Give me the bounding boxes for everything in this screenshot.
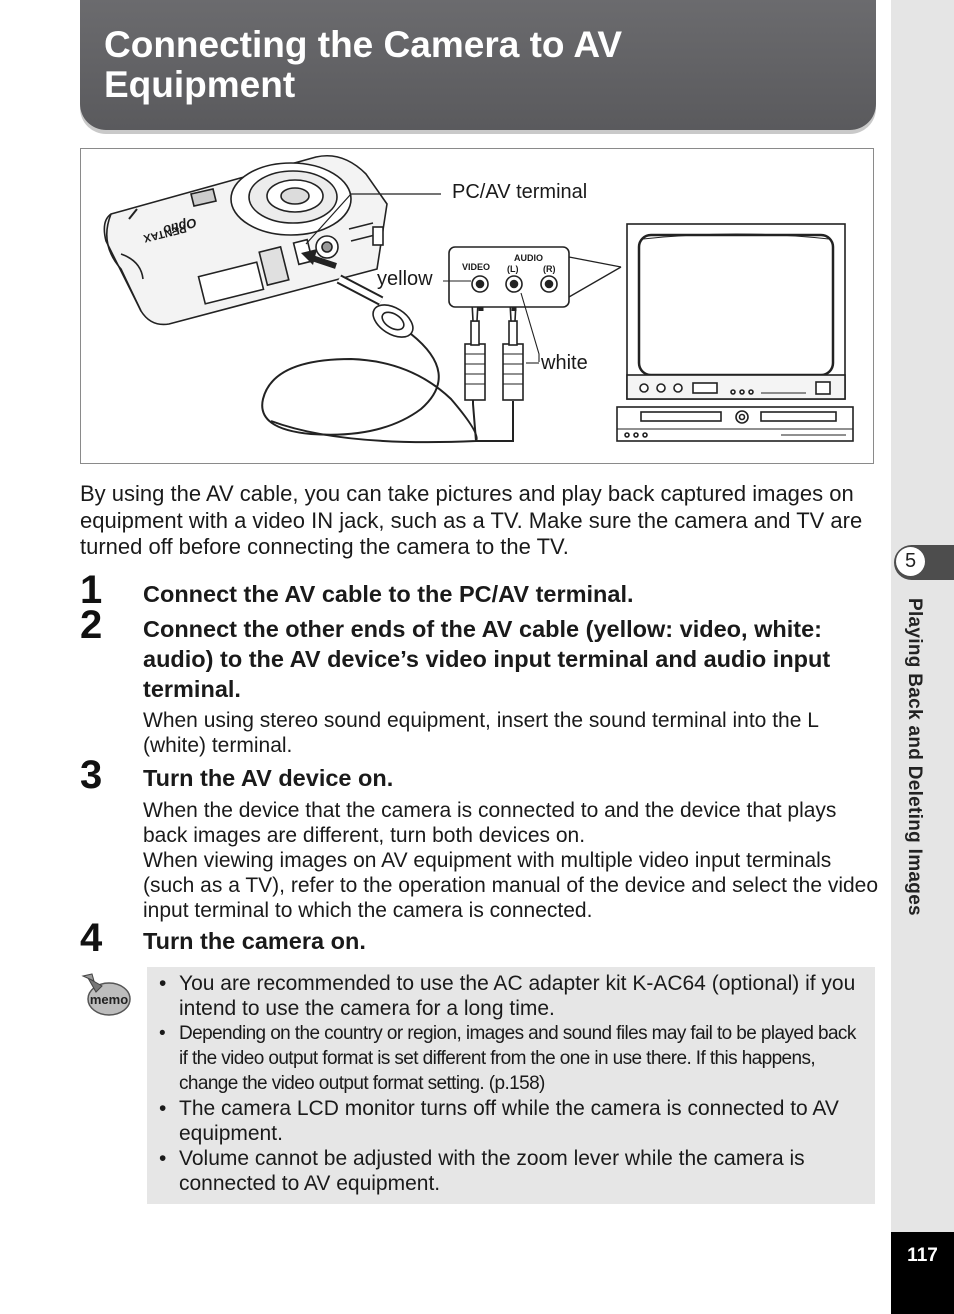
- chapter-number-badge: 5: [894, 545, 954, 580]
- step-2-number: 2: [80, 603, 103, 647]
- step-4-number: 4: [80, 916, 103, 960]
- connection-illustration: PC/AV terminal yellow white VIDEO AUDIO …: [80, 148, 874, 464]
- rca-plug-white: [502, 301, 524, 401]
- chapter-side-tab: [891, 0, 954, 1314]
- memo-item: The camera LCD monitor turns off while t…: [159, 1096, 864, 1146]
- yellow-label: yellow: [377, 268, 433, 290]
- step-2-body: When using stereo sound equipment, inser…: [143, 709, 819, 757]
- vcr-drawing: [616, 406, 854, 442]
- page-title: Connecting the Camera to AV Equipment: [104, 24, 623, 105]
- audio-left-label: (L): [507, 264, 519, 274]
- step-4-heading: Turn the camera on.: [143, 928, 366, 954]
- memo-list: You are recommended to use the AC adapte…: [159, 971, 864, 1196]
- step-3-heading: Turn the AV device on.: [143, 765, 394, 791]
- step-3-body-2: When viewing images on AV equipment with…: [143, 849, 879, 922]
- step-1-number: 1: [80, 568, 103, 612]
- audio-jack-label: AUDIO: [514, 253, 543, 263]
- memo-item: Volume cannot be adjusted with the zoom …: [159, 1146, 864, 1196]
- step-1-heading: Connect the AV cable to the PC/AV termin…: [143, 581, 634, 607]
- illustration-drawing: [103, 155, 854, 444]
- rca-plug-yellow: [464, 301, 486, 401]
- jack-panel: [448, 246, 622, 308]
- chapter-title: Playing Back and Deleting Images: [904, 598, 925, 916]
- camera-drawing: [103, 155, 388, 326]
- step-3-number: 3: [80, 753, 103, 797]
- memo-item: You are recommended to use the AC adapte…: [159, 971, 864, 1021]
- step-2-heading: Connect the other ends of the AV cable (…: [143, 616, 831, 702]
- tv-drawing: [626, 223, 846, 400]
- audio-right-label: (R): [543, 264, 556, 274]
- white-label: white: [541, 352, 588, 374]
- chapter-number: 5: [896, 547, 925, 576]
- video-jack-label: VIDEO: [462, 262, 491, 272]
- intro-paragraph: By using the AV cable, you can take pict…: [80, 481, 863, 559]
- page-number: 117: [891, 1232, 954, 1314]
- title-band: Connecting the Camera to AV Equipment: [80, 0, 876, 130]
- memo-item: Depending on the country or region, imag…: [159, 1021, 864, 1096]
- step-3-body: When the device that the camera is conne…: [143, 799, 837, 847]
- memo-box: You are recommended to use the AC adapte…: [147, 967, 875, 1204]
- memo-icon-label: memo: [90, 992, 128, 1007]
- pc-av-terminal-label: PC/AV terminal: [452, 181, 588, 203]
- memo-icon: memo: [81, 973, 131, 1016]
